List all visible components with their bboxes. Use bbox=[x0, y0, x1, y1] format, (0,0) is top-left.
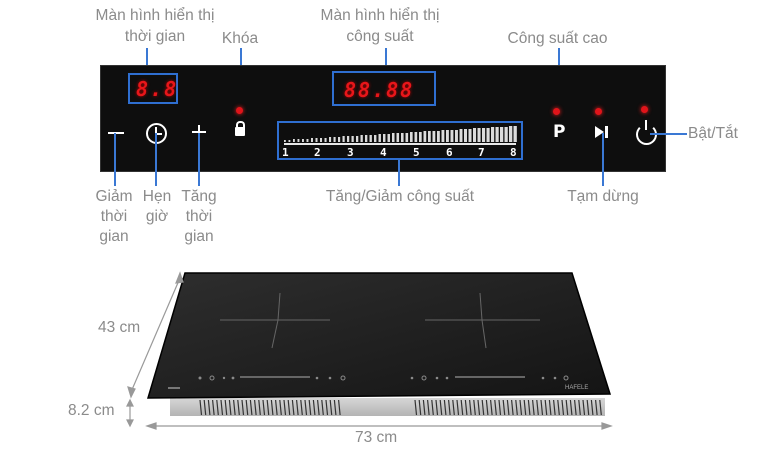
label-line: thời bbox=[100, 208, 128, 225]
label-boost: Công suất cao bbox=[507, 30, 608, 47]
scale-4: 4 bbox=[380, 146, 387, 159]
time-display: 8.8 bbox=[136, 77, 179, 101]
label-line: gian bbox=[184, 228, 214, 245]
label-line: công suất bbox=[346, 28, 414, 45]
scale-6: 6 bbox=[446, 146, 453, 159]
power-stem bbox=[645, 120, 647, 130]
brand-mark: HAFELE bbox=[565, 385, 588, 391]
label-line: Hẹn bbox=[142, 188, 172, 205]
power-display-frame: 88.88 bbox=[332, 71, 436, 106]
label-lock: Khóa bbox=[221, 30, 259, 47]
plus-v bbox=[198, 125, 200, 139]
leader-time-display bbox=[146, 48, 148, 74]
leader-on-off bbox=[650, 133, 687, 135]
time-display-frame: 8.8 bbox=[128, 73, 178, 104]
leader-power-slider bbox=[398, 160, 400, 186]
label-line: thời bbox=[185, 208, 213, 225]
scale-2: 2 bbox=[314, 146, 321, 159]
label-power-slider: Tăng/Giảm công suất bbox=[325, 188, 475, 205]
lock-led bbox=[236, 107, 243, 114]
depth-dimension: 43 cm bbox=[98, 319, 141, 336]
leader-decrease-time bbox=[114, 133, 116, 186]
scale-8: 8 bbox=[510, 146, 517, 159]
scale-3: 3 bbox=[347, 146, 354, 159]
clock-hand bbox=[155, 127, 157, 134]
width-dimension: 73 cm bbox=[355, 429, 398, 446]
label-line: thời gian bbox=[124, 28, 186, 45]
leader-pause bbox=[602, 133, 604, 186]
label-line: Tăng bbox=[181, 188, 217, 205]
leader-timer bbox=[155, 133, 157, 186]
plus-icon[interactable] bbox=[192, 125, 206, 139]
power-display: 88.88 bbox=[344, 78, 415, 102]
leader-power-display bbox=[385, 48, 387, 74]
slider-bars bbox=[284, 126, 517, 145]
boost-led bbox=[553, 108, 560, 115]
label-time-display: Màn hình hiển thị thời gian bbox=[80, 6, 230, 46]
lock-icon[interactable] bbox=[235, 121, 245, 136]
label-line: giờ bbox=[145, 208, 169, 225]
scale-7: 7 bbox=[478, 146, 485, 159]
label-line: Giảm bbox=[95, 188, 133, 205]
p-boost-icon[interactable]: P bbox=[553, 122, 566, 142]
power-led bbox=[641, 106, 648, 113]
label-pause: Tạm dừng bbox=[567, 188, 639, 205]
pause-bar bbox=[605, 126, 608, 138]
label-timer: Hẹn giờ bbox=[137, 187, 177, 227]
label-line: Màn hình hiển thị bbox=[95, 7, 215, 24]
minus-icon[interactable] bbox=[108, 132, 124, 134]
label-increase-time: Tăng thời gian bbox=[176, 187, 222, 247]
label-line: Màn hình hiển thị bbox=[320, 7, 440, 24]
scale-1: 1 bbox=[282, 146, 289, 159]
clock-hand bbox=[156, 133, 162, 135]
scale-5: 5 bbox=[413, 146, 420, 159]
play-triangle bbox=[595, 126, 604, 138]
pause-led bbox=[595, 108, 602, 115]
label-on-off: Bật/Tắt bbox=[688, 125, 738, 142]
power-slider[interactable]: 1 2 3 4 5 6 7 8 bbox=[277, 121, 523, 160]
control-panel: 8.8 88.88 1 2 3 4 5 6 7 8 P bbox=[100, 65, 666, 172]
leader-increase-time bbox=[198, 133, 200, 186]
label-decrease-time: Giảm thời gian bbox=[90, 187, 138, 247]
height-dimension: 8.2 cm bbox=[68, 402, 115, 419]
label-line: gian bbox=[99, 228, 129, 245]
play-pause-icon[interactable] bbox=[595, 126, 609, 140]
lock-shackle bbox=[236, 121, 245, 129]
label-power-display: Màn hình hiển thị công suất bbox=[305, 6, 455, 46]
